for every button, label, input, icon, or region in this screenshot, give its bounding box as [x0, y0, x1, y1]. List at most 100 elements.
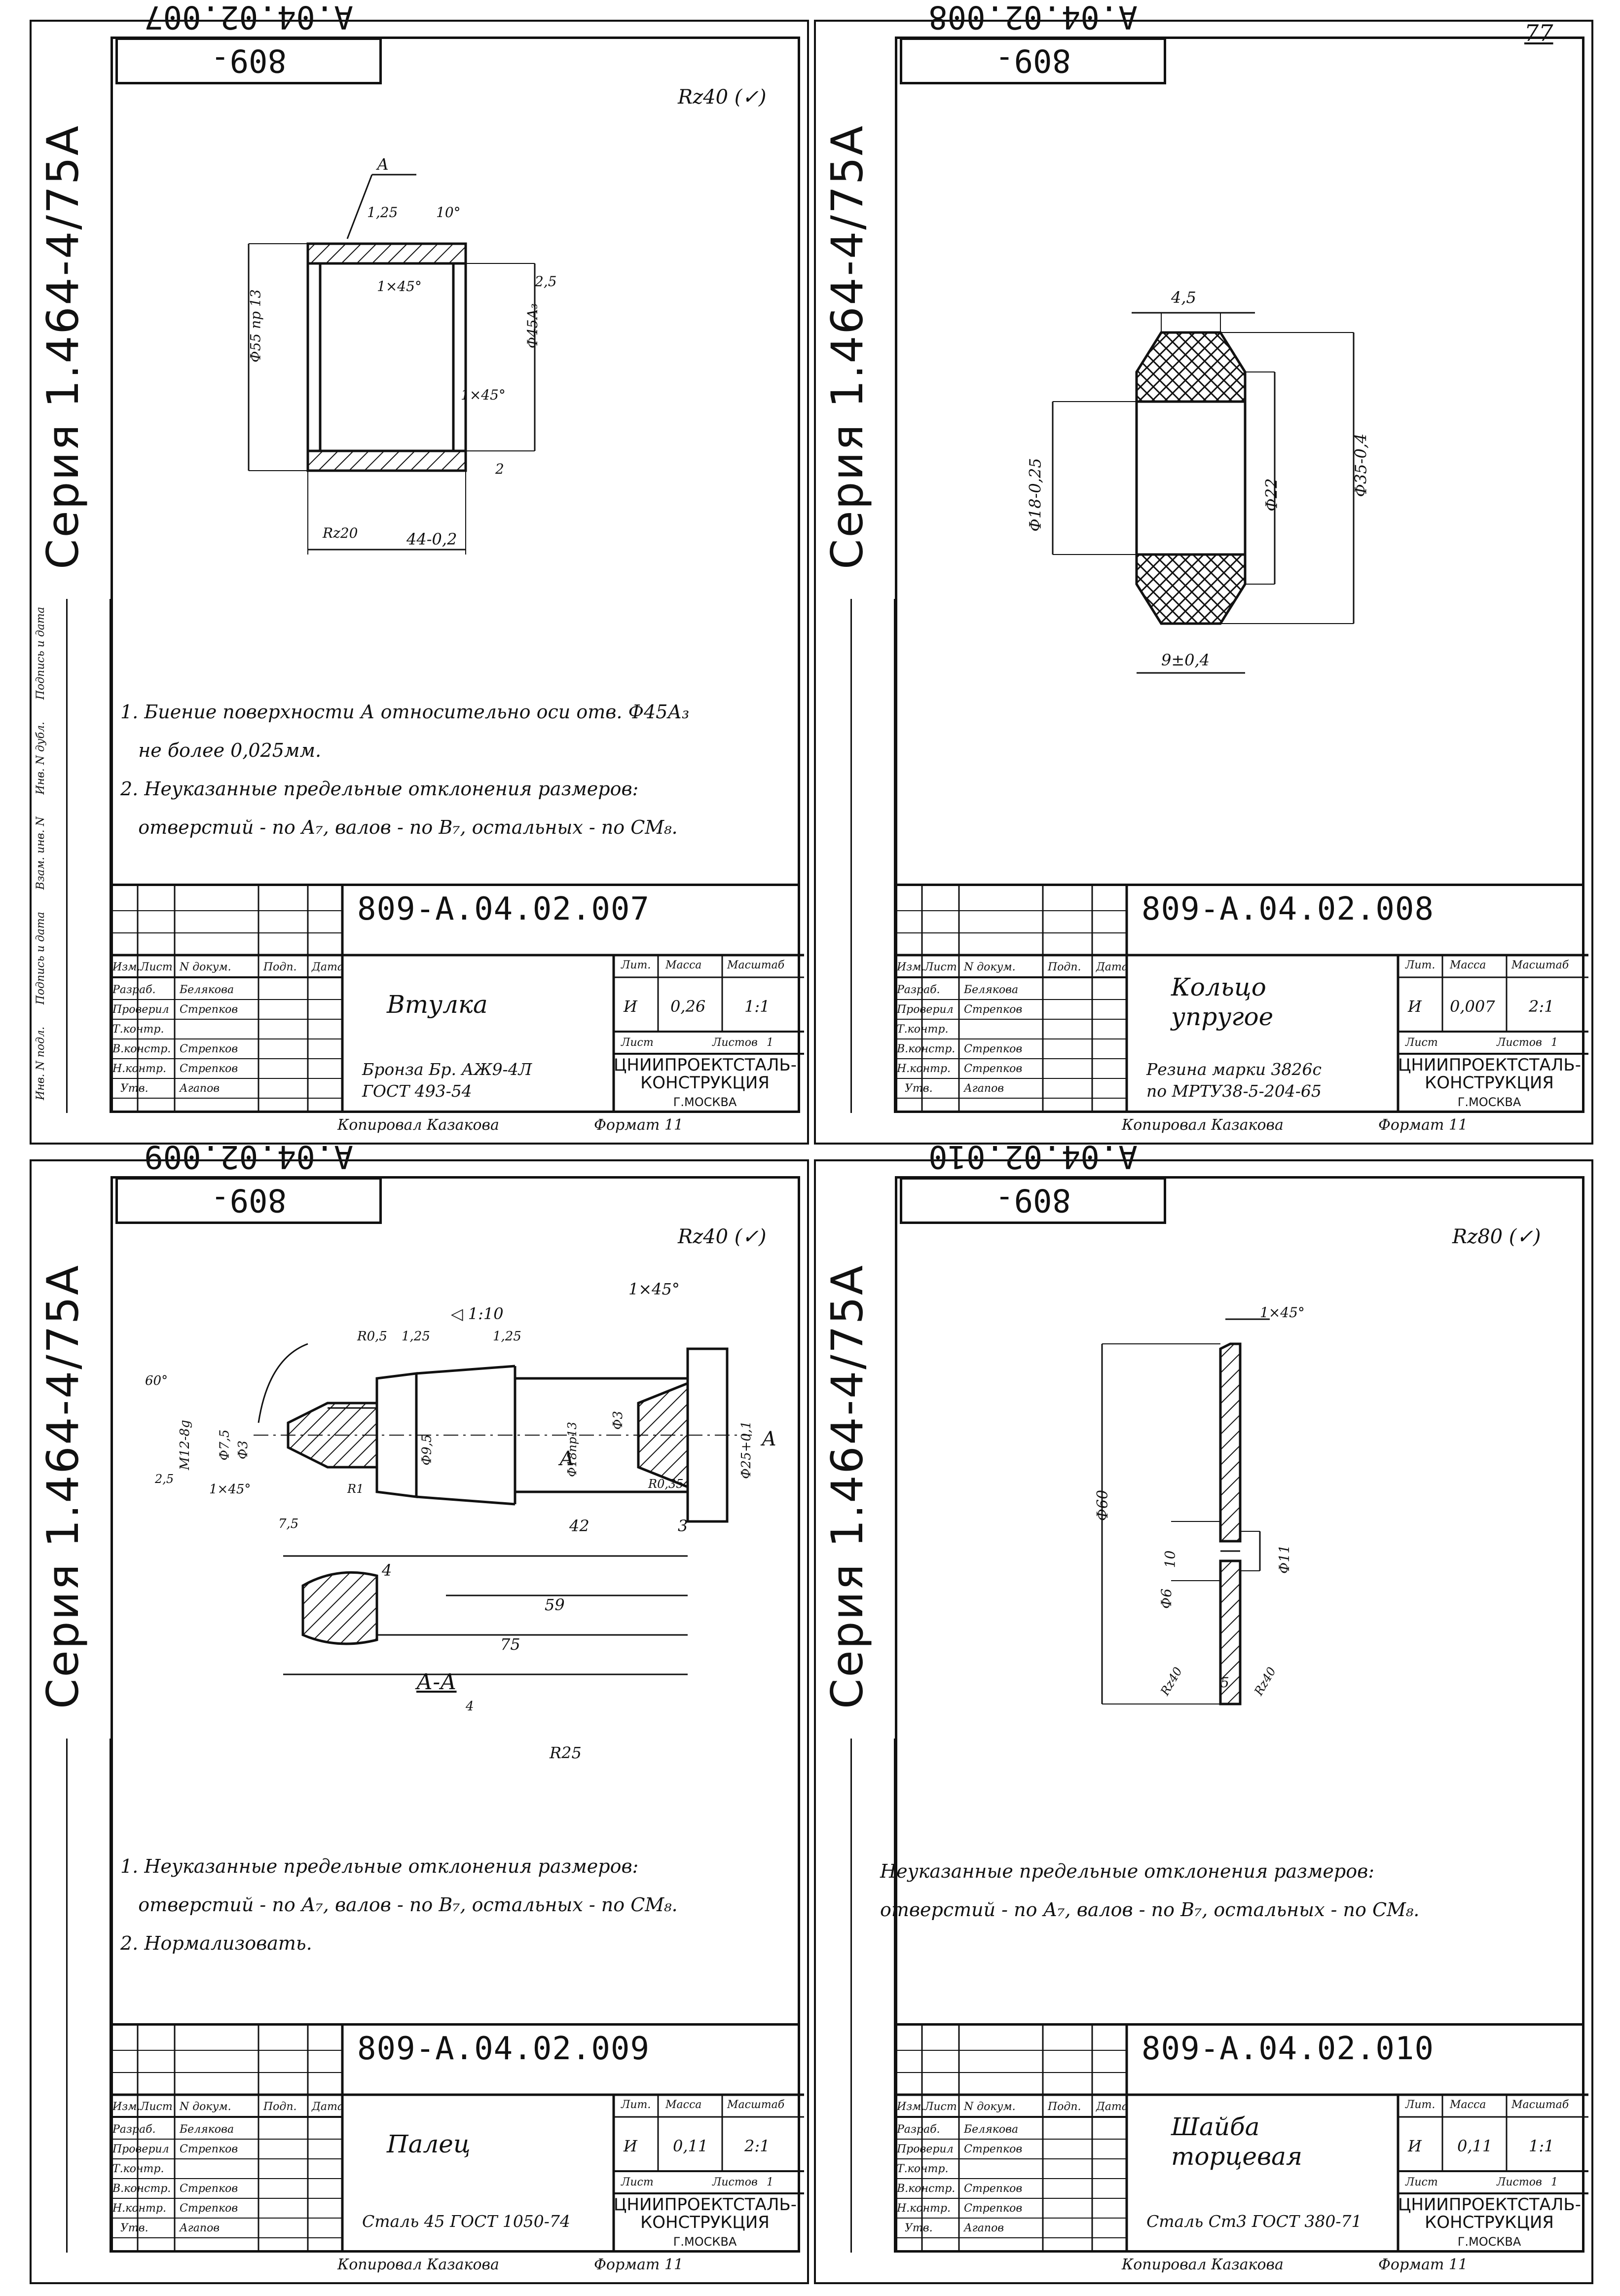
drawing-sheet-1: Серия 1.464-4/75А 809-А.04.02.007 Rz40 (… [30, 0, 809, 1145]
series-label: Серия 1.464-4/75А [822, 1263, 873, 1709]
series-label: Серия 1.464-4/75А [822, 124, 873, 569]
drawing-code: 809-А.04.02.010 [1141, 2031, 1434, 2067]
rotated-code-stamp: 809-А.04.02.008 [900, 0, 1166, 84]
dim-label: 10 [1162, 1550, 1178, 1568]
roughness-mark: Rz80 (✓) [1452, 1225, 1541, 1248]
scale-value: 1:1 [744, 997, 770, 1016]
dim-label: 3 [678, 1517, 688, 1535]
dim-label: 60° [145, 1373, 168, 1388]
drawing-frame [895, 1176, 1584, 2253]
scale-value: 2:1 [744, 2137, 770, 2155]
scale-value: 1:1 [1529, 2137, 1554, 2155]
mass-value: 0,11 [1457, 2137, 1493, 2155]
dim-label: 1×45° [377, 278, 422, 295]
ring-drawing [1052, 312, 1355, 674]
technical-notes: Неуказанные предельные отклонения размер… [880, 1860, 1420, 1921]
dim-label: А [377, 155, 389, 174]
part-name: Втулка [387, 990, 488, 1019]
dim-label: 1×45° [628, 1280, 680, 1298]
lit-value: И [1408, 2137, 1422, 2155]
dim-label: Ф35-0,4 [1351, 433, 1370, 497]
dim-label: Ф3 [611, 1410, 626, 1430]
dim-label: 10° [436, 204, 461, 221]
part-name: Палец [387, 2130, 471, 2158]
dim-label: Rz20 [323, 525, 358, 541]
dim-label: 2 [495, 461, 504, 477]
dim-label: M12-8g [177, 1420, 192, 1470]
series-label: Серия 1.464-4/75А [37, 124, 88, 569]
format-label: Формат 11 [1378, 1116, 1468, 1134]
section-label: А-А [416, 1669, 457, 1695]
copied-by: Копировал Казакова [1122, 2256, 1284, 2273]
dim-label: Ф18-0,25 [1026, 458, 1045, 532]
lit-value: И [624, 2137, 637, 2155]
mass-value: 0,007 [1450, 997, 1495, 1016]
copied-by: Копировал Казакова [337, 2256, 499, 2273]
mass-value: 0,26 [670, 997, 706, 1016]
scale-value: 2:1 [1529, 997, 1554, 1016]
dim-label: Ф6 [1158, 1588, 1175, 1609]
drawing-frame [895, 37, 1584, 1113]
dim-label: Ф60 [1094, 1489, 1112, 1521]
drawing-frame [110, 37, 800, 1113]
dim-label: 9±0,4 [1161, 651, 1210, 669]
dim-label: ◁ 1:10 [451, 1304, 504, 1323]
drawing-sheet-4: Серия 1.464-4/75А 809-А.04.02.010 Rz80 (… [814, 1138, 1593, 2284]
dim-label: 42 [569, 1517, 589, 1535]
dim-label: 1,25 [367, 204, 398, 221]
washer-drawing [1101, 1318, 1270, 1705]
dim-label: 1,25 [493, 1329, 521, 1344]
rotated-code-stamp: 809-А.04.02.009 [115, 1138, 382, 1224]
dim-label: R0,5 [357, 1329, 387, 1344]
dim-label: R1 [347, 1482, 364, 1496]
dim-label: 2,5 [155, 1472, 174, 1486]
dim-label: А [559, 1447, 575, 1470]
dim-label: А [762, 1428, 777, 1450]
dim-label: 44-0,2 [406, 530, 457, 549]
drawing-code: 809-А.04.02.009 [357, 2031, 650, 2067]
dim-label: Ф45А₃ [524, 303, 541, 349]
drawing-frame [110, 1176, 800, 2253]
drawing-code: 809-А.04.02.007 [357, 891, 650, 927]
lit-value: И [624, 997, 637, 1016]
dim-label: 1×45° [461, 387, 506, 403]
dim-label: 1×45° [209, 1482, 251, 1497]
copied-by: Копировал Казакова [1122, 1116, 1284, 1134]
dim-label: Ф22 [1262, 478, 1281, 512]
pin-drawing [254, 1343, 752, 1675]
dim-label: 2,5 [535, 273, 557, 290]
dim-label: Ф25+0,1 [738, 1421, 754, 1479]
dim-label: 1×45° [1260, 1304, 1305, 1321]
dim-label: Ф11 [1276, 1545, 1292, 1574]
page-number: 77 [1524, 20, 1553, 46]
bushing-drawing [248, 174, 536, 555]
title-block: 809-А.04.02.009 Палец Сталь 45 ГОСТ 1050… [110, 2023, 804, 2253]
lit-value: И [1408, 997, 1422, 1016]
dim-label: Ф7,5 [217, 1429, 232, 1461]
technical-notes: 1. Биение поверхности А относительно оси… [120, 701, 690, 838]
drawing-code: 809-А.04.02.008 [1141, 891, 1434, 927]
dim-label: 1,25 [402, 1329, 430, 1344]
drawing-sheet-3: Серия 1.464-4/75А 809-А.04.02.009 Rz40 (… [30, 1138, 809, 2284]
dim-label: 59 [545, 1595, 565, 1614]
format-label: Формат 11 [1378, 2256, 1468, 2273]
copied-by: Копировал Казакова [337, 1116, 499, 1134]
dim-label: 75 [500, 1635, 520, 1654]
mass-value: 0,11 [673, 2137, 708, 2155]
dim-label: 4 [466, 1699, 474, 1714]
format-label: Формат 11 [594, 2256, 684, 2273]
drawing-sheet-2: Серия 1.464-4/75А 809-А.04.02.008 4,5 Ф1… [814, 0, 1593, 1145]
dim-label: 4,5 [1171, 288, 1196, 307]
roughness-mark: Rz40 (✓) [678, 86, 767, 109]
title-block: 809-А.04.02.007 Втулка Бронза Бр. АЖ9-4Л… [110, 884, 804, 1113]
